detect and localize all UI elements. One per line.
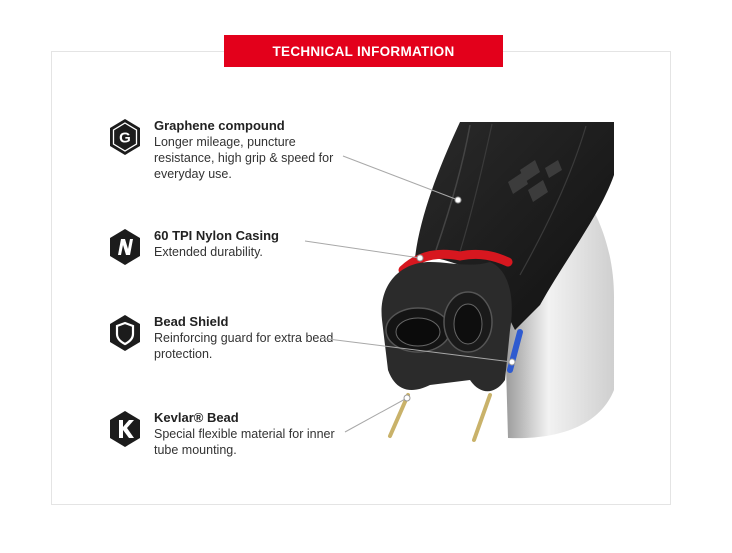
feature-desc: Extended durability. <box>154 245 263 259</box>
feature-nylon-casing: 60 TPI Nylon Casing Extended durability. <box>108 228 354 266</box>
feature-title: 60 TPI Nylon Casing <box>154 228 279 243</box>
svg-text:G: G <box>119 130 131 147</box>
tyre-tread <box>415 122 614 330</box>
feature-desc: Special flexible material for inner tube… <box>154 427 335 457</box>
graphene-g-icon: G <box>110 119 140 155</box>
feature-title: Kevlar® Bead <box>154 410 239 425</box>
feature-title: Graphene compound <box>154 118 285 133</box>
feature-title: Bead Shield <box>154 314 229 329</box>
tread-pattern <box>508 160 562 202</box>
leader-lines <box>304 155 513 433</box>
technical-information-banner: TECHNICAL INFORMATION <box>224 35 503 67</box>
feature-bead-shield: Bead Shield Reinforcing guard for extra … <box>108 314 354 362</box>
kevlar-bead-left <box>388 393 410 438</box>
kevlar-k-icon <box>110 411 140 447</box>
shield-icon <box>110 315 140 351</box>
kevlar-bead-right <box>472 393 492 442</box>
feature-kevlar-bead: Kevlar® Bead Special flexible material f… <box>108 410 354 458</box>
feature-desc: Reinforcing guard for extra bead protect… <box>154 331 334 361</box>
feature-graphene: G Graphene compound Longer mileage, punc… <box>108 118 354 182</box>
banner-label: TECHNICAL INFORMATION <box>272 43 455 59</box>
feature-desc: Longer mileage, puncture resistance, hig… <box>154 135 334 181</box>
nylon-n-icon <box>110 229 140 265</box>
